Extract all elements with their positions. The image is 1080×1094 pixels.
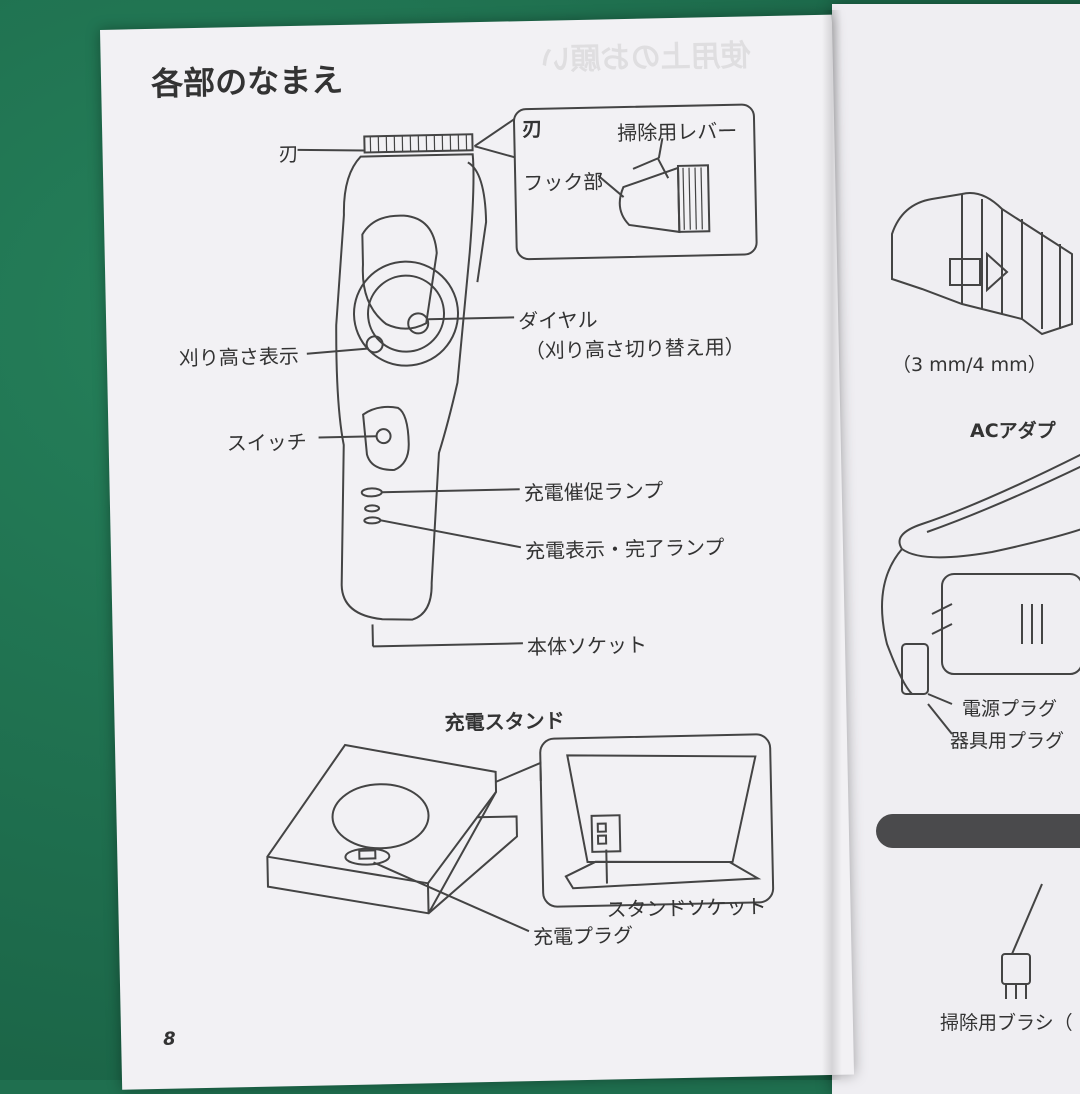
switch-label: スイッチ [226, 426, 307, 457]
left-page: 使用上のお願い 各部のなまえ [100, 15, 854, 1090]
stand-socket-label: スタンドソケット [606, 890, 767, 922]
cleaning-brush-label: 掃除用ブラシ（ [940, 1008, 1073, 1035]
page-number: 8 [163, 1029, 176, 1050]
right-page: （3 mm/4 mm） ACアダプ 電源プラグ 器具用プラグ 掃除用ブラシ（ [832, 4, 1080, 1094]
right-page-illustrations [832, 4, 1080, 1084]
charge-plug-label: 充電プラグ [533, 919, 634, 950]
book-gutter [822, 10, 842, 1080]
hook-label: フック部 [523, 165, 604, 196]
section-heading-bar [876, 814, 1080, 848]
blade-detail-heading: 刃 [522, 113, 543, 142]
charging-stand-heading: 充電スタンド [444, 704, 565, 736]
height-display-label: 刈り高さ表示 [179, 340, 300, 372]
charge-prompt-lamp-label: 充電催促ランプ [523, 474, 663, 506]
body-socket-label: 本体ソケット [527, 629, 648, 661]
appliance-plug-label: 器具用プラグ [950, 726, 1064, 753]
attachment-size-label: （3 mm/4 mm） [892, 350, 1047, 377]
dial-note-label: （刈り高さ切り替え用） [524, 331, 745, 365]
ac-adapter-heading: ACアダプ [970, 416, 1056, 443]
cleaning-lever-label: 掃除用レバー [617, 115, 738, 147]
blade-label: 刃 [278, 138, 299, 167]
dial-label: ダイヤル [518, 304, 598, 335]
power-plug-label: 電源プラグ [962, 694, 1057, 721]
charge-complete-lamp-label: 充電表示・完了ランプ [525, 531, 725, 564]
